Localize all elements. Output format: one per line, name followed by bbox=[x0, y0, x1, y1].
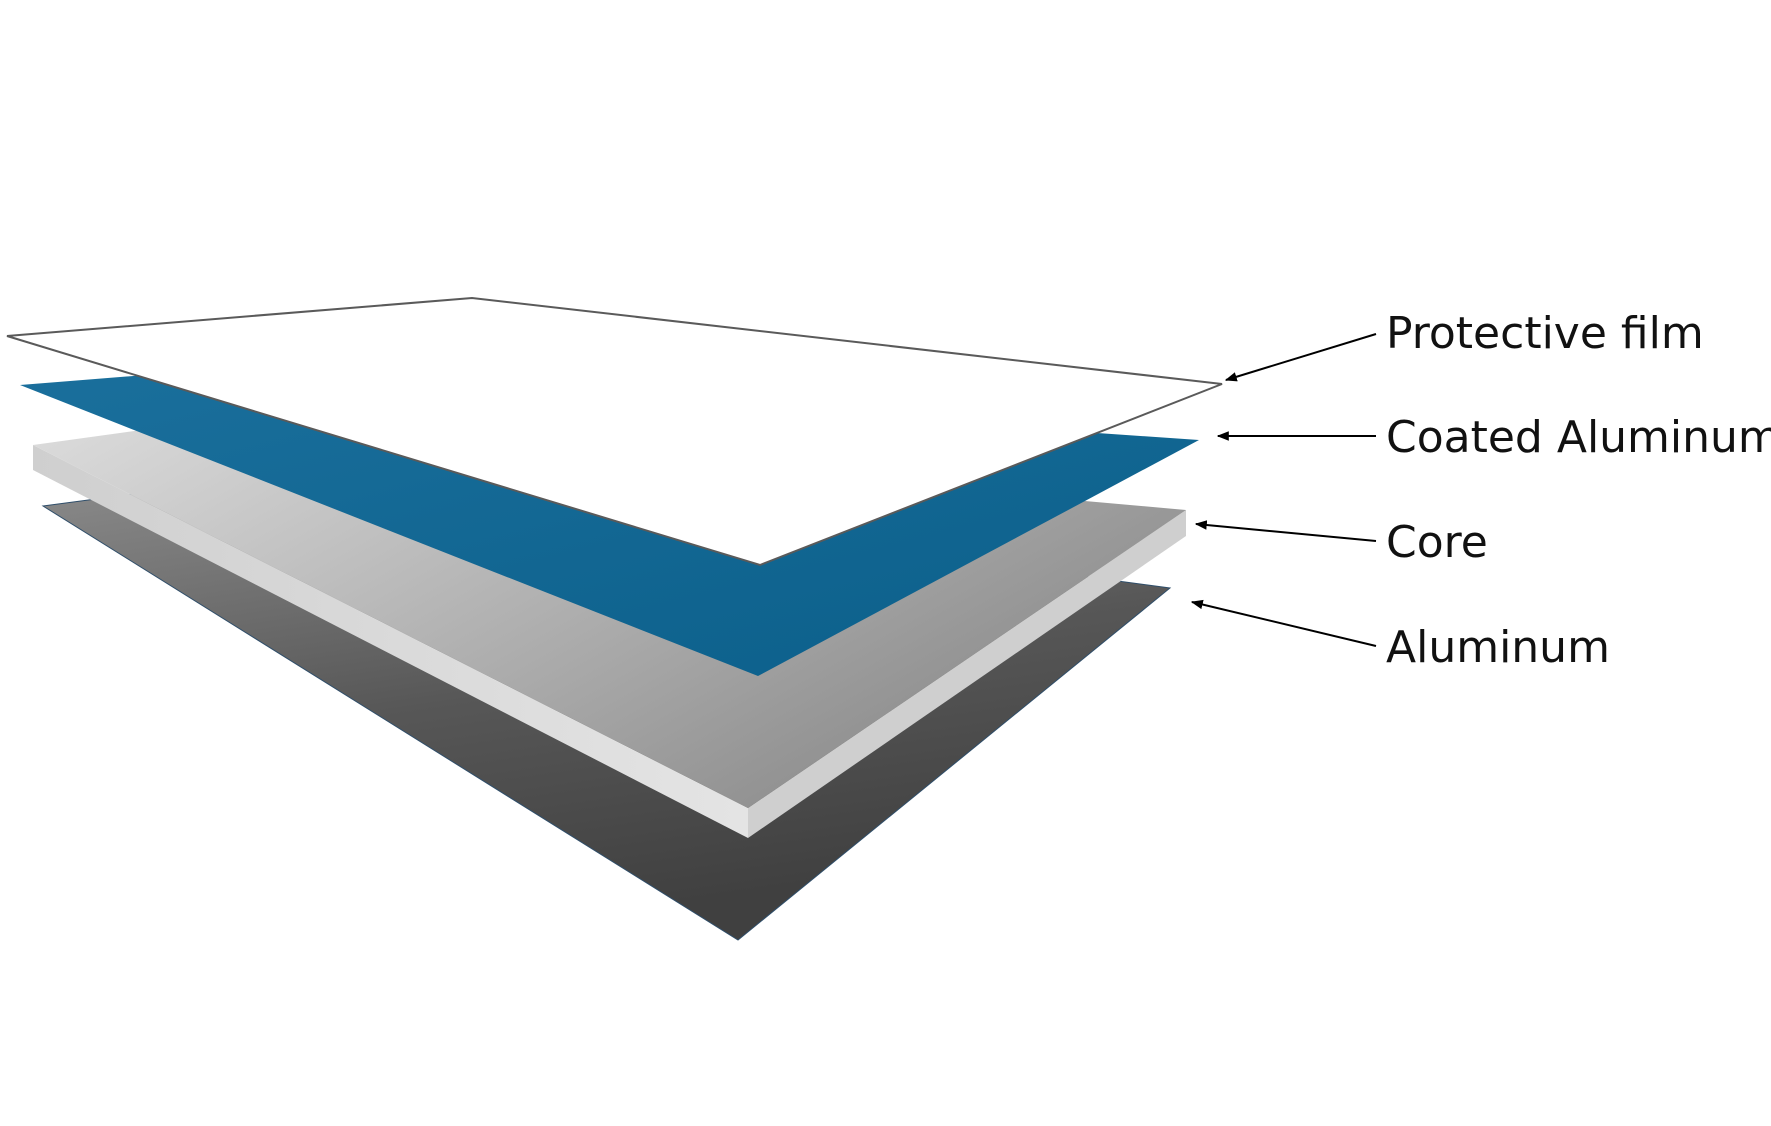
coated-aluminum-label: Coated Aluminum bbox=[1386, 412, 1771, 463]
core-label: Core bbox=[1386, 517, 1488, 568]
protective-film-sheet bbox=[6, 296, 1223, 567]
leader-lines bbox=[1190, 333, 1377, 647]
core-side-edge bbox=[748, 510, 1186, 838]
aluminum-label: Aluminum bbox=[1386, 622, 1610, 673]
layer-labels: Protective film Coated Aluminum Core Alu… bbox=[1386, 308, 1771, 673]
aluminum-arrow bbox=[1190, 599, 1377, 647]
core-front-edge bbox=[33, 445, 748, 838]
protective-film-arrow bbox=[1224, 333, 1377, 382]
protective-film-layer bbox=[6, 296, 1223, 567]
protective-film-label: Protective film bbox=[1386, 308, 1704, 359]
core-arrow bbox=[1194, 520, 1377, 542]
